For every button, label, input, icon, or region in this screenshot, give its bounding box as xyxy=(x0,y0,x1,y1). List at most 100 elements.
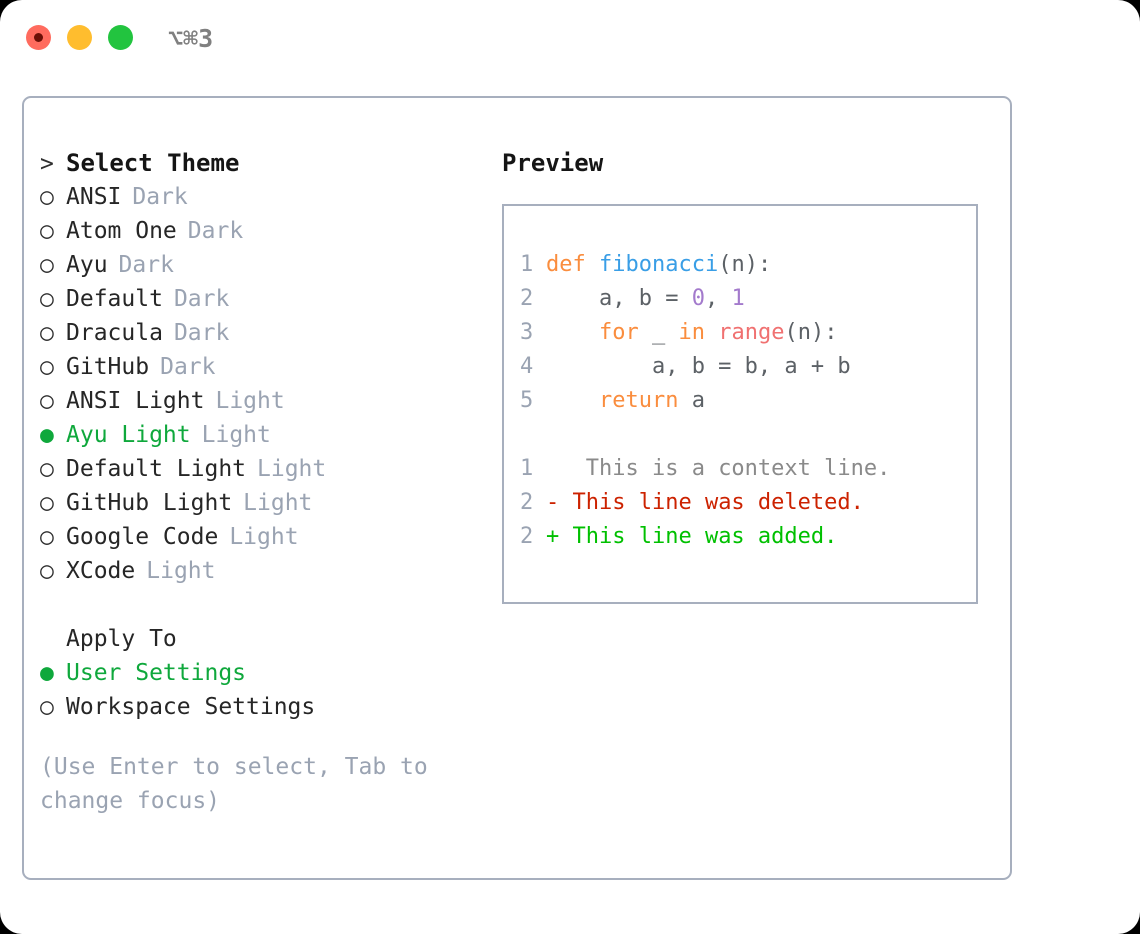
theme-variant-tag: Light xyxy=(243,490,313,516)
theme-list-item[interactable]: ○ Atom One Dark xyxy=(40,214,470,248)
section-spacer xyxy=(40,588,470,622)
code-token: range xyxy=(718,320,785,345)
code-token xyxy=(546,388,599,413)
theme-name: Ayu xyxy=(66,252,108,278)
diff-text: This line was deleted. xyxy=(559,490,864,515)
radio-empty-icon[interactable]: ○ xyxy=(40,524,54,550)
preview-heading: Preview xyxy=(502,149,604,177)
diff-line: 1 This is a context line. xyxy=(520,452,968,486)
radio-empty-icon[interactable]: ○ xyxy=(40,286,54,312)
theme-variant-tag: Light xyxy=(215,388,285,414)
code-line: 2 a, b = 0, 1 xyxy=(520,282,968,316)
radio-empty-icon[interactable]: ○ xyxy=(40,218,54,244)
theme-name: Google Code xyxy=(66,524,219,550)
code-token: for xyxy=(598,320,639,345)
theme-variant-tag: Dark xyxy=(132,184,188,210)
radio-empty-icon[interactable]: ○ xyxy=(40,252,54,278)
radio-empty-icon[interactable]: ○ xyxy=(40,456,54,482)
radio-empty-icon[interactable]: ○ xyxy=(40,354,54,380)
theme-variant-tag: Light xyxy=(201,422,271,448)
theme-variant-tag: Light xyxy=(229,524,299,550)
theme-variant-tag: Dark xyxy=(118,252,174,278)
theme-list-item[interactable]: ○ ANSI Dark xyxy=(40,180,470,214)
code-line-content: a, b = 0, 1 xyxy=(546,282,745,316)
minimize-button[interactable] xyxy=(67,25,92,50)
close-button[interactable] xyxy=(26,25,51,50)
radio-empty-icon[interactable]: ○ xyxy=(40,558,54,584)
code-token: 0 xyxy=(691,286,705,311)
diff-sign: + xyxy=(546,524,560,549)
code-line: 1 def fibonacci(n): xyxy=(520,248,968,282)
apply-to-name: Workspace Settings xyxy=(66,694,316,720)
radio-empty-icon[interactable]: ○ xyxy=(40,490,54,516)
theme-list-item[interactable]: ○ Dracula Dark xyxy=(40,316,470,350)
theme-name: Atom One xyxy=(66,218,177,244)
radio-empty-icon[interactable]: ○ xyxy=(40,320,54,346)
theme-list-item[interactable]: ○ Ayu Dark xyxy=(40,248,470,282)
line-number: 2 xyxy=(520,490,534,515)
theme-variant-tag: Light xyxy=(146,558,216,584)
code-token: return xyxy=(598,388,679,413)
apply-to-item[interactable]: ○ Workspace Settings xyxy=(40,690,470,724)
radio-empty-icon[interactable]: ○ xyxy=(40,694,54,720)
line-number: 5 xyxy=(520,388,534,413)
line-number: 2 xyxy=(520,524,534,549)
theme-list-item[interactable]: ● Ayu Light Light xyxy=(40,418,470,452)
code-line-content: def fibonacci(n): xyxy=(546,248,771,282)
line-number: 1 xyxy=(520,456,534,481)
code-diff-spacer xyxy=(520,418,968,452)
theme-list-item[interactable]: ○ Google Code Light xyxy=(40,520,470,554)
code-token: def xyxy=(546,252,599,277)
select-theme-label: Select Theme xyxy=(66,149,240,177)
diff-line: 2+ This line was added. xyxy=(520,520,968,554)
theme-list-item[interactable]: ○ GitHub Light Light xyxy=(40,486,470,520)
theme-list-item[interactable]: ○ XCode Light xyxy=(40,554,470,588)
apply-to-item[interactable]: ● User Settings xyxy=(40,656,470,690)
diff-line: 2- This line was deleted. xyxy=(520,486,968,520)
code-line-content: return a xyxy=(546,384,705,418)
code-token xyxy=(546,320,599,345)
apply-to-list: ● User Settings ○ Workspace Settings xyxy=(40,656,470,724)
line-number: 2 xyxy=(520,286,534,311)
code-token xyxy=(705,320,718,345)
window-title: ⌥⌘3 xyxy=(168,24,214,53)
code-token: _ xyxy=(638,320,679,345)
code-token: , xyxy=(704,286,732,311)
diff-sign: - xyxy=(546,490,560,515)
theme-name: ANSI xyxy=(66,184,122,210)
theme-name: GitHub Light xyxy=(66,490,233,516)
keyboard-hint: (Use Enter to select, Tab to change focu… xyxy=(40,754,442,814)
apply-to-name: User Settings xyxy=(66,660,247,686)
radio-selected-icon[interactable]: ● xyxy=(40,422,54,448)
select-theme-heading: > Select Theme xyxy=(40,146,470,180)
code-token: in xyxy=(678,320,705,345)
theme-variant-tag: Dark xyxy=(173,320,230,346)
line-number: 1 xyxy=(520,252,534,277)
theme-name: Ayu Light xyxy=(66,422,191,448)
line-number: 4 xyxy=(520,354,534,379)
apply-to-label: Apply To xyxy=(66,626,177,652)
theme-name: Default xyxy=(66,286,163,312)
radio-selected-icon[interactable]: ● xyxy=(40,660,54,686)
theme-variant-tag: Dark xyxy=(187,218,244,244)
theme-name: Dracula xyxy=(66,320,163,346)
theme-name: XCode xyxy=(66,558,136,584)
radio-empty-icon[interactable]: ○ xyxy=(40,184,54,210)
code-token: a, b = b, a + b xyxy=(546,354,851,379)
code-token: (n): xyxy=(784,320,838,345)
radio-empty-icon[interactable]: ○ xyxy=(40,388,54,414)
theme-name: GitHub xyxy=(66,354,150,380)
maximize-button[interactable] xyxy=(108,25,133,50)
code-line: 3 for _ in range(n): xyxy=(520,316,968,350)
